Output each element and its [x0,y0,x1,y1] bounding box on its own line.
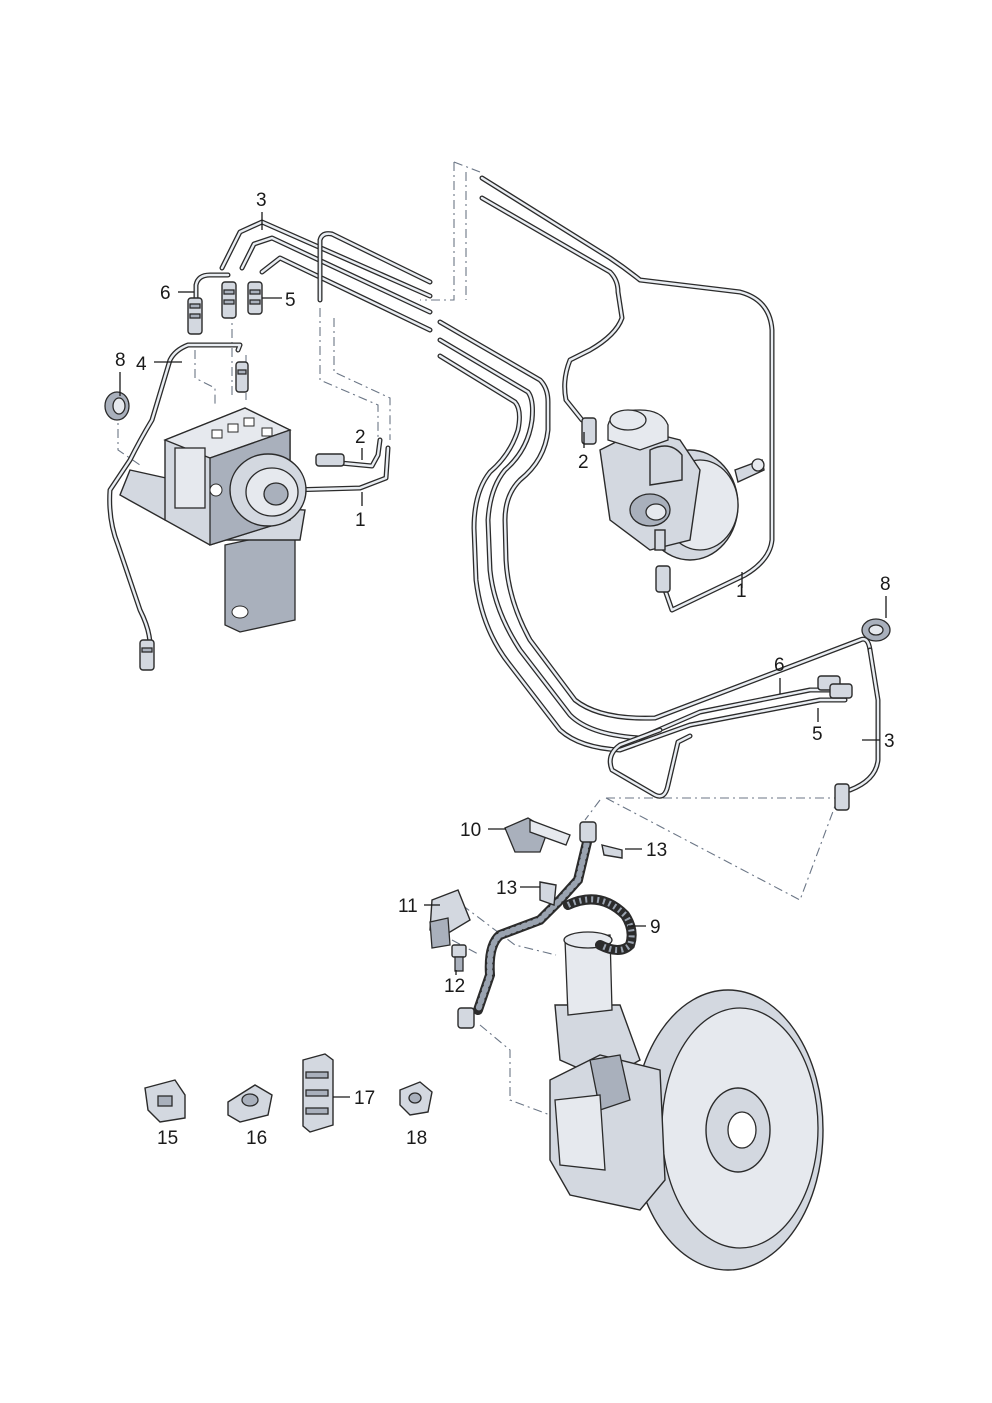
callout-3-right: 3 [884,731,895,752]
brake-hose [457,821,637,1029]
leader-lines [119,212,887,1098]
callout-8-left: 8 [115,350,126,371]
fitting-2-right [581,417,597,445]
callout-16: 16 [246,1128,267,1149]
callout-13-left: 13 [496,878,517,899]
callout-9: 9 [650,917,661,938]
bracket-10 [504,817,571,853]
callout-1-right: 1 [736,581,747,602]
callout-5-right: 5 [812,724,823,745]
wheel-hub-assembly [549,931,824,1271]
brake-lines [107,175,881,799]
fitting-5-right [829,683,853,699]
callout-2-left: 2 [355,427,366,448]
fitting-2-left [315,453,345,467]
bracket-11 [429,889,471,949]
callout-3-top: 3 [256,190,267,211]
fitting-3-left [221,281,237,319]
grommet-left [104,391,130,421]
callout-1-left: 1 [355,510,366,531]
callout-6-left: 6 [160,283,171,304]
retaining-clip-13-left [539,881,557,906]
abs-hydraulic-unit [119,407,307,633]
callout-13-right: 13 [646,840,667,861]
brake-master-cylinder [599,409,765,561]
fitting-4-bottom [139,639,155,671]
fitting-3-right [834,783,850,811]
callout-17: 17 [354,1088,375,1109]
grommet-right [861,618,891,642]
callout-2-right: 2 [578,452,589,473]
callout-8-right: 8 [880,574,891,595]
holder-17 [302,1053,334,1133]
clip-15 [144,1079,186,1123]
fitting-4 [235,361,249,393]
fitting-1-right [655,565,671,593]
clip-18 [399,1081,433,1116]
callout-10: 10 [460,820,481,841]
bolt-12 [451,944,467,972]
callout-12: 12 [444,976,465,997]
reference-lines [117,161,839,1116]
callout-5-left: 5 [285,290,296,311]
line-fittings [139,281,853,811]
callout-15: 15 [157,1128,178,1149]
fitting-6-left [187,297,203,335]
fitting-5-left [247,281,263,315]
clip-16 [227,1084,273,1123]
callout-numbers: 3 6 5 4 8 2 1 2 1 8 6 5 3 10 13 13 11 9 … [115,190,895,1149]
callout-6-right: 6 [774,655,785,676]
retaining-clip-13-right [601,844,623,859]
callout-11: 11 [398,896,418,917]
callout-18: 18 [406,1128,427,1149]
callout-4: 4 [136,354,147,375]
